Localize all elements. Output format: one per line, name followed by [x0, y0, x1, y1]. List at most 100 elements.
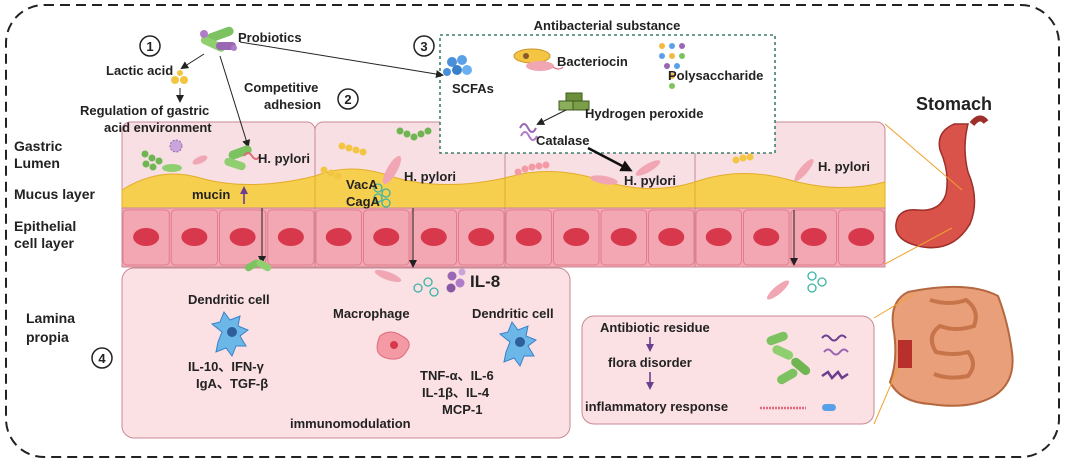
h-pylori-invading	[382, 155, 402, 185]
il10-ifn-label: IL-10、IFN-γ	[188, 359, 265, 374]
step-4-label: 4	[98, 351, 106, 366]
lactic-acid-label: Lactic acid	[106, 63, 173, 78]
competitive-label-line1: Competitive	[244, 80, 318, 95]
cell-nucleus	[468, 228, 495, 246]
antibiotic-panel	[581, 315, 875, 425]
h-pylori-4	[794, 158, 814, 182]
cell-nucleus	[563, 228, 590, 246]
yellow-chain-2b	[320, 166, 342, 180]
epithelial-label-line1: Epithelial	[14, 218, 76, 234]
virus-icon	[169, 139, 183, 153]
cell-nucleus	[658, 228, 685, 246]
cytokines-panel-4	[807, 271, 827, 293]
step-1-label: 1	[146, 39, 153, 54]
caga-label: CagA	[346, 194, 381, 209]
hydrogen-peroxide-label: Hydrogen peroxide	[585, 106, 703, 121]
outer-dashed-frame	[5, 4, 1060, 458]
probiotics-label: Probiotics	[238, 30, 302, 45]
cell-nucleus	[753, 228, 780, 246]
yellow-chain-2	[338, 142, 367, 156]
regulation-label-line2: acid environment	[104, 120, 212, 135]
h-pylori-3a	[590, 175, 618, 185]
mucin-label: mucin	[192, 187, 230, 202]
polysaccharide-label: Polysaccharide	[668, 68, 763, 83]
dendritic-cell-icon-2	[498, 320, 538, 368]
stomach-icon	[895, 115, 989, 249]
cell-nucleus	[420, 228, 447, 246]
arrow-to-antibacterial	[239, 41, 444, 78]
pink-chain-3	[514, 161, 550, 176]
epithelial-label-line2: cell layer	[14, 235, 74, 251]
vaca-caga-toxins	[373, 183, 391, 208]
gastric-lumen-label-line2: Lumen	[14, 155, 60, 171]
cell-nucleus	[373, 228, 400, 246]
cell-nucleus	[229, 228, 256, 246]
mucus-layer-label: Mucus layer	[14, 186, 95, 202]
regulation-label-line1: Regulation of gastric	[80, 103, 209, 118]
lamina-label-line2: propia	[26, 329, 69, 345]
cell-nucleus	[277, 228, 304, 246]
step-2-label: 2	[344, 92, 351, 107]
il1-il4-label: IL-1β、IL-4	[422, 385, 490, 400]
cell-nucleus	[515, 228, 542, 246]
immunomodulation-label: immunomodulation	[290, 416, 411, 431]
bacteriocin-label: Bacteriocin	[557, 54, 628, 69]
flora-bacteria-icons	[760, 331, 849, 411]
macrophage-icon	[376, 331, 410, 360]
cytokine-circles	[413, 277, 439, 297]
cell-nucleus	[325, 228, 352, 246]
cell-nucleus	[848, 228, 875, 246]
arrow-peroxide-catalase	[536, 109, 567, 125]
gastric-lumen-label-line1: Gastric	[14, 138, 62, 154]
rod-bacterium	[162, 164, 182, 172]
antibiotic-residue-label: Antibiotic residue	[600, 320, 710, 335]
epithelial-cells	[122, 209, 885, 266]
mcp1-label: MCP-1	[442, 402, 482, 417]
guide-lines	[873, 123, 963, 425]
green-chain-1	[141, 150, 163, 171]
iga-tgf-label: IgA、TGF-β	[196, 376, 268, 391]
cell-nucleus	[800, 228, 827, 246]
probiotic-in-lamina	[244, 259, 272, 272]
flora-disorder-label: flora disorder	[608, 355, 692, 370]
step-3-label: 3	[420, 39, 427, 54]
lamina-propria-panel	[121, 267, 571, 439]
h-pylori-lamina	[374, 269, 402, 283]
step-3-badge: 3	[413, 35, 435, 57]
hydrogen-peroxide-icon	[558, 92, 590, 111]
dendritic-cell-label-1: Dendritic cell	[188, 292, 270, 307]
bacteriocin-icon	[513, 48, 564, 71]
competitive-label-line2: adhesion	[264, 97, 321, 112]
arrow-to-lactic	[180, 53, 205, 70]
step-1-badge: 1	[139, 35, 161, 57]
catalase-icon	[519, 123, 538, 141]
tnf-il6-label: TNF-α、IL-6	[420, 368, 494, 383]
lactic-acid-icon	[171, 70, 188, 84]
lumen-bacteria	[141, 127, 814, 208]
cell-nucleus	[705, 228, 732, 246]
inflammatory-response-label: inflammatory response	[585, 399, 728, 414]
tissue-panels	[121, 121, 886, 268]
h-pylori-label-2: H. pylori	[404, 169, 456, 184]
cell-nucleus	[610, 228, 637, 246]
scfas-label: SCFAs	[452, 81, 494, 96]
macrophage-label: Macrophage	[333, 306, 410, 321]
step-4-badge: 4	[91, 347, 113, 369]
cell-nucleus	[181, 228, 208, 246]
intestine-icon	[888, 285, 1014, 407]
antibacterial-title: Antibacterial substance	[534, 18, 681, 33]
stomach-label: Stomach	[916, 94, 992, 114]
arrow-to-hpylori	[219, 55, 251, 148]
polysaccharide-icon	[659, 43, 685, 89]
vaca-label: VacA	[346, 177, 378, 192]
h-pylori-below-4	[766, 280, 790, 300]
arrow-catalase-hpylori	[587, 146, 633, 172]
antibacterial-box	[439, 34, 776, 154]
green-chain-2	[396, 127, 432, 141]
dendritic-cell-label-2: Dendritic cell	[472, 306, 554, 321]
pink-bacterium	[192, 155, 208, 165]
yellow-chain-4	[732, 153, 754, 164]
dendritic-cell-icon-1	[210, 310, 250, 358]
h-pylori-label-1: H. pylori	[258, 151, 310, 166]
